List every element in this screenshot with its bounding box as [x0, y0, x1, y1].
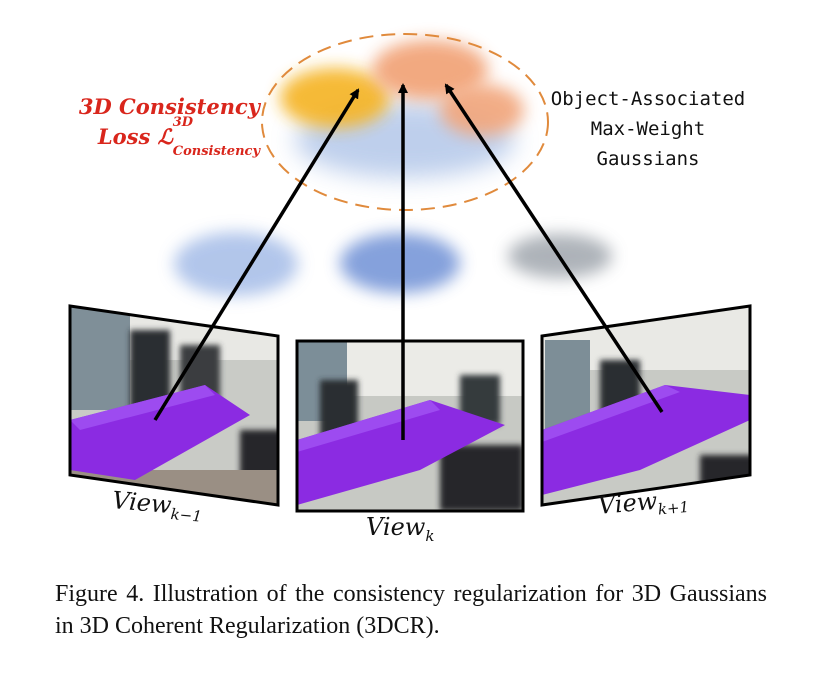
view-label-right-base: View: [596, 486, 659, 520]
arrow-right-view: [444, 83, 664, 413]
yellow-gaussian: [280, 68, 390, 128]
arrow-left-view: [153, 88, 360, 421]
object-label-line1: Object-Associated: [550, 88, 746, 110]
view-label-center-sub: k: [425, 526, 435, 545]
loss-label-prefix: Loss: [97, 124, 158, 149]
orange-gaussian-right: [440, 84, 524, 136]
view-label-right-sub: k+1: [657, 497, 690, 519]
loss-label-line1: 3D Consistency: [78, 94, 260, 119]
loss-symbol: ℒ: [157, 124, 173, 149]
view-label-center: Viewk: [366, 513, 434, 545]
loss-subscript: Consistency: [172, 144, 260, 160]
object-label: Object-Associated Max-Weight Gaussians: [548, 84, 748, 174]
dashed-ellipse: [261, 33, 549, 211]
diagram-canvas: [68, 33, 752, 513]
object-label-line2: Max-Weight: [590, 118, 706, 140]
view-image-right: [540, 304, 752, 507]
blue-gaussian-left: [174, 232, 298, 296]
view-image-center: [295, 339, 525, 513]
view-image-left: [68, 304, 280, 507]
view-label-left-base: View: [111, 486, 173, 520]
view-label-center-base: View: [366, 513, 426, 541]
loss-superscript: 3D: [172, 115, 194, 130]
object-label-line3: Gaussians: [596, 148, 700, 170]
blue-gaussian-center: [340, 233, 460, 293]
loss-scripts: 3D Consistency: [172, 115, 260, 161]
figure-caption: Figure 4. Illustration of the consistenc…: [55, 581, 767, 639]
view-label-left-sub: k−1: [169, 505, 203, 526]
